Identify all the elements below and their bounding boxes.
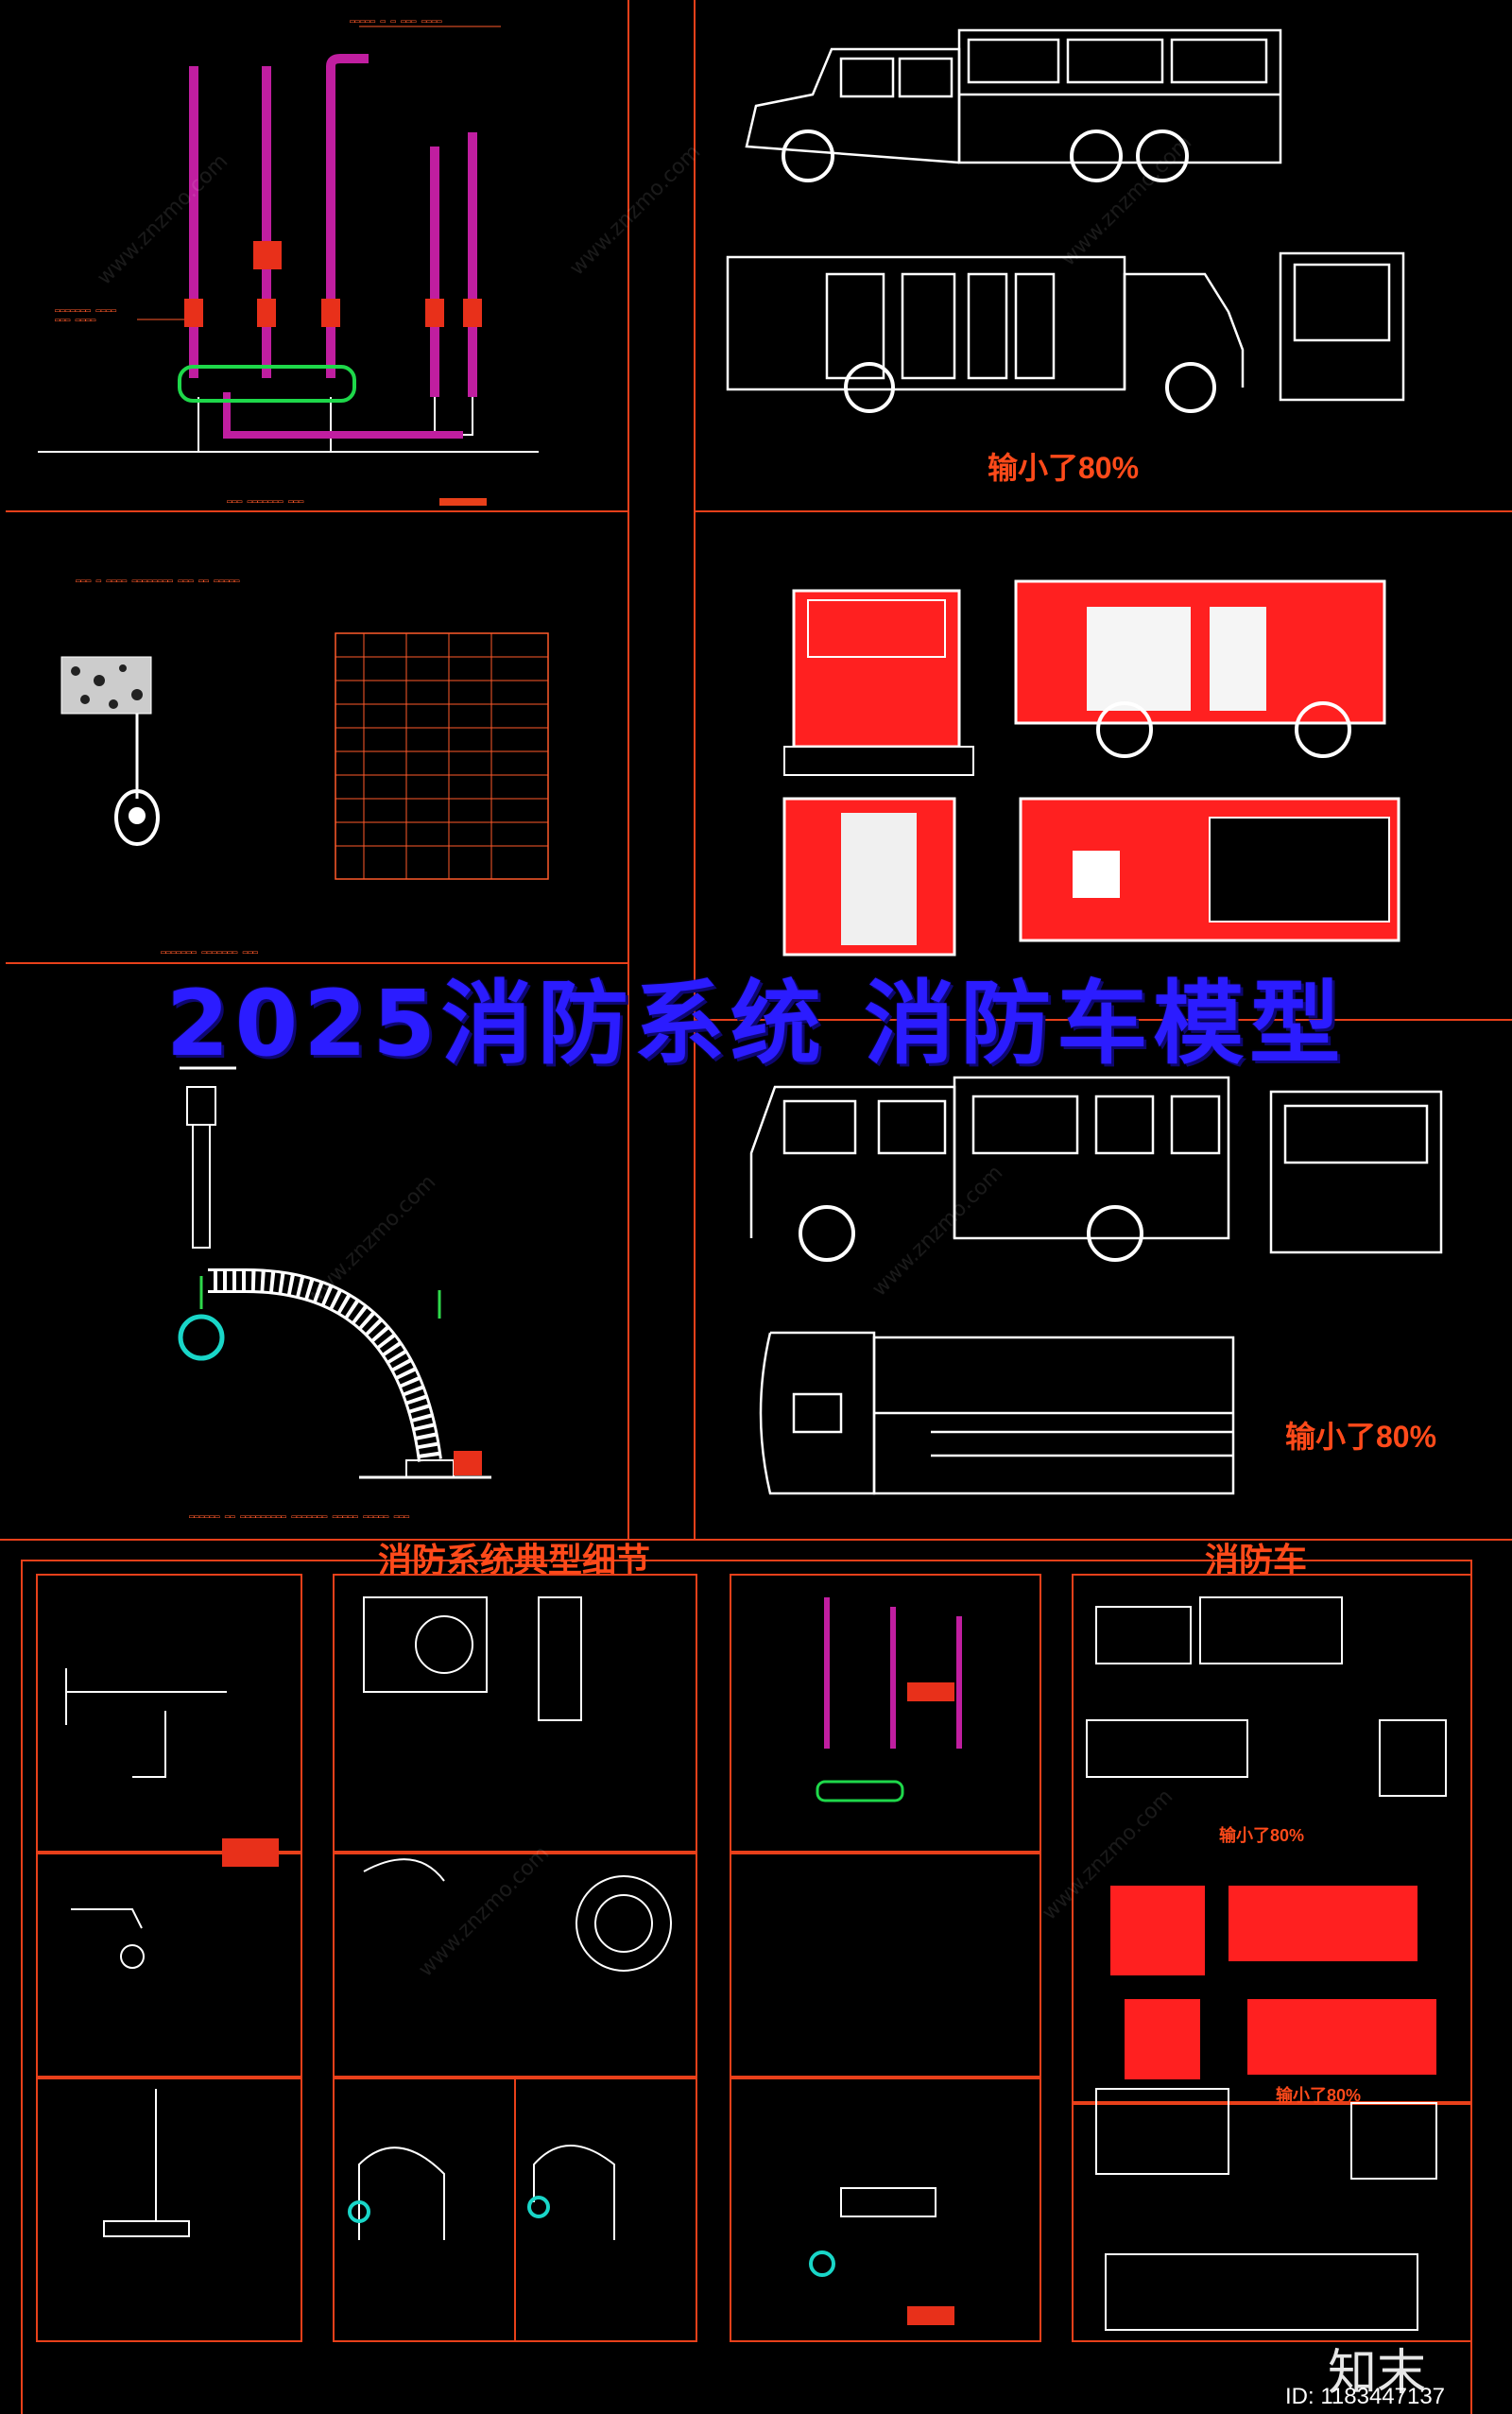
pumper-truck-side-view: [749, 1076, 1443, 1262]
collage-outer-frame: [0, 1539, 1512, 2414]
hanger-detail-drawing: [60, 632, 549, 880]
trucks-bottom-frame: [694, 1019, 1512, 1539]
thumb-cell-3: [36, 2078, 302, 2342]
rescue-truck-side-view-right: [726, 251, 1405, 413]
thumb-cell-8: [730, 1574, 1041, 1853]
thumb-cell-5: [333, 1853, 697, 2078]
footer-id: ID: 1183447137: [1285, 2384, 1446, 2409]
footer-logo: 知末: [1328, 2346, 1427, 2401]
hanger-caption: ▭▭▭▭▭▭▭ ▭▭▭▭▭▭▭ ▭▭▭: [161, 948, 258, 957]
riser-pipe-drawing: [38, 26, 539, 506]
collage-sketches: [65, 1596, 1447, 2331]
hanger-heading: ▭▭▭ ▭ ▭▭▭▭ ▭▭▭▭▭▭▭▭ ▭▭▭ ▭▭ ▭▭▭▭▭: [76, 577, 240, 586]
thumb-cell-11: [1072, 1574, 1472, 2103]
thumb-cell-1: [36, 1574, 302, 1853]
flexhose-panel-frame: [6, 962, 629, 1539]
scale-note-1: 输小了80%: [988, 451, 1140, 485]
banner-title: 2025消防系统 消防车模型: [165, 971, 1347, 1077]
thumb-cell-7: [514, 2078, 697, 2342]
flex-hose-drawing: [178, 1066, 491, 1479]
thumb-cell-2: [36, 1853, 302, 2078]
flexhose-caption: ▭▭▭▭▭▭ ▭▭ ▭▭▭▭▭▭▭▭▭ ▭▭▭▭▭▭▭ ▭▭▭▭▭ ▭▭▭▭▭ …: [189, 1512, 409, 1522]
scale-note-2: 输小了80%: [1285, 1420, 1437, 1454]
red-fire-truck-drawing: [782, 579, 1400, 957]
thumb-cell-12: [1072, 2103, 1472, 2342]
riser-label-left: ▭▭▭▭▭▭▭ ▭▭▭▭▭▭▭ ▭▭▭▭: [55, 306, 117, 325]
scale-note-3: 输小了80%: [1219, 1826, 1305, 1845]
thumb-cell-10: [730, 2078, 1041, 2342]
rescue-truck-side-view: [745, 28, 1282, 182]
thumb-cell-9: [730, 1853, 1041, 2078]
pumper-truck-top-view: [759, 1331, 1235, 1495]
thumb-cell-4: [333, 1574, 697, 1853]
riser-label-top: ▭▭▭▭▭ ▭ ▭ ▭▭▭ ▭▭▭▭: [350, 17, 442, 26]
scale-note-4: 输小了80%: [1276, 2086, 1362, 2105]
riser-caption: ▭▭▭ ▭▭▭▭▭▭▭ ▭▭▭: [227, 497, 304, 507]
